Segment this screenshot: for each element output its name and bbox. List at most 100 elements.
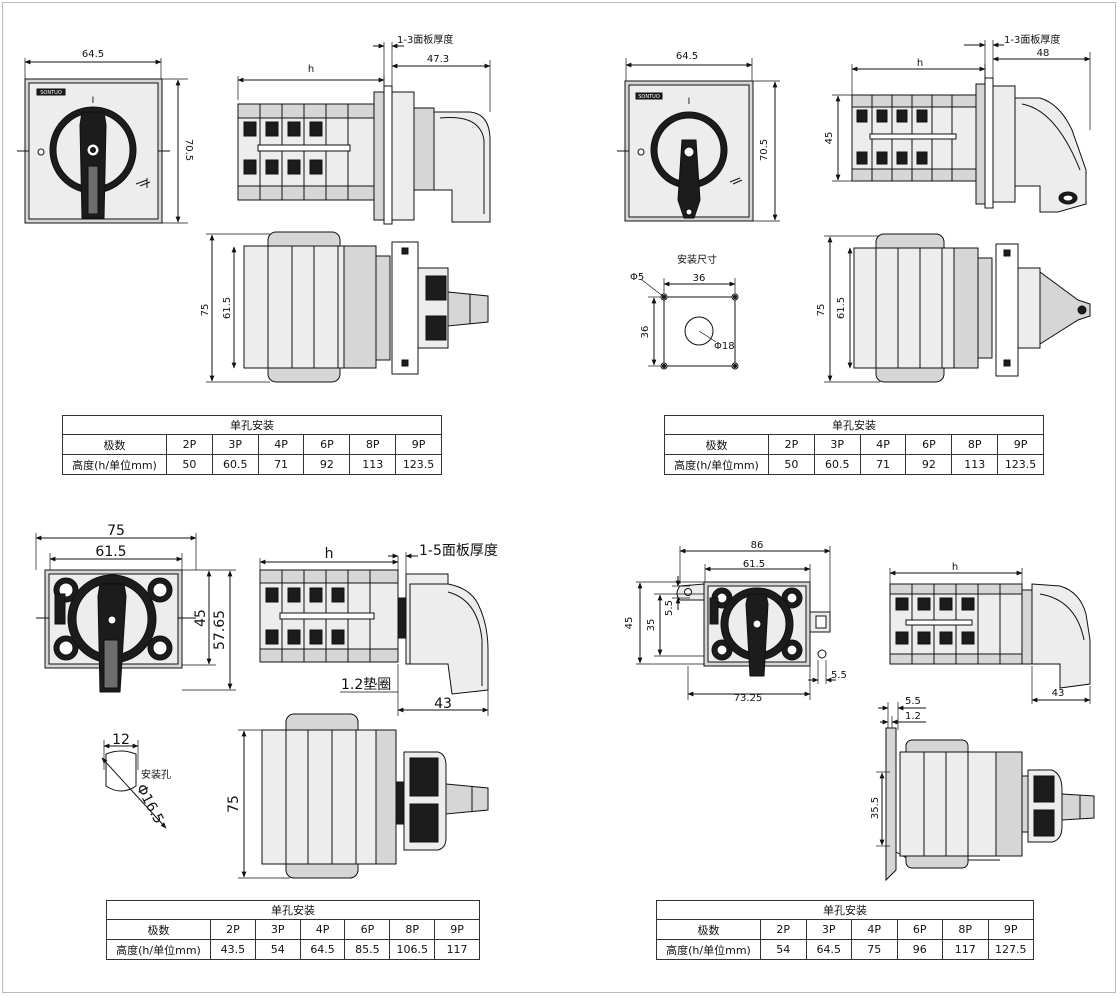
dim-depth-4: 43: [1052, 688, 1065, 699]
dim-h-4: h: [952, 562, 958, 573]
dim-right-4: 5.5: [831, 670, 847, 681]
table-cell: 60.5: [211, 454, 259, 475]
dim-height-2: 70.5: [759, 139, 770, 161]
top-view-4: h 43: [889, 562, 1091, 704]
dim-height-4: 45: [624, 617, 635, 630]
mounting-size-2: 安装尺寸 36 36 Φ5 Φ18: [630, 253, 739, 370]
spec-table-4: 单孔安装 极数 2P 3P 4P 6P 8P 9P 高度(h/单位mm) 54 …: [656, 900, 1034, 960]
table-caption: 单孔安装: [656, 900, 1034, 920]
table-cell: 4P: [851, 919, 898, 940]
row-label-poles: 极数: [62, 434, 167, 455]
dim-panel-2: 1-3面板厚度: [1004, 33, 1060, 46]
table-cell: 113: [349, 454, 397, 475]
brand-label-2: SONTUO: [638, 94, 660, 100]
side-view-1: 75 61.5: [200, 231, 489, 383]
dim-height-3: 45: [193, 609, 209, 627]
table-cell: 60.5: [813, 454, 861, 475]
dim-h-2: h: [917, 58, 923, 69]
dim-side-h2-2: 61.5: [836, 297, 847, 319]
dim-front-h-2: 45: [824, 132, 835, 145]
dim-width-1: 64.5: [82, 49, 104, 60]
front-view-1: 64.5 SONTUO I 70.5: [17, 49, 194, 224]
spec-table-1: 单孔安装 极数 2P 3P 4P 6P 8P 9P 高度(h/单位mm) 50 …: [62, 415, 442, 475]
dim-width2-4: 61.5: [743, 559, 765, 570]
table-cell: 2P: [768, 434, 815, 455]
side-view-2: 75 61.5: [816, 233, 1091, 383]
table-cell: 3P: [211, 434, 259, 455]
table-cell: 3P: [254, 919, 301, 940]
table-cell: 71: [257, 454, 305, 475]
table-cell: 54: [760, 939, 807, 960]
panel-2-drawing: 64.5 SONTUO I 70.5 h 1-3面板厚度: [617, 33, 1091, 383]
dim-side-h-2: 75: [816, 304, 827, 317]
table-cell: 113: [951, 454, 999, 475]
row-label-poles: 极数: [664, 434, 769, 455]
panel-4-drawing: 86 61.5 45: [624, 540, 1095, 882]
top-view-1: h 1-3面板厚度 47.3: [237, 33, 491, 225]
dim-width-2: 64.5: [676, 51, 698, 62]
table-cell: 75: [851, 939, 898, 960]
table-cell: 8P: [349, 434, 397, 455]
dim-side-h-4: 35.5: [870, 797, 881, 819]
table-cell: 123.5: [395, 454, 442, 475]
table-cell: 2P: [166, 434, 213, 455]
table-cell: 85.5: [344, 939, 391, 960]
row-label-height: 高度(h/单位mm): [656, 939, 761, 960]
dim-side-h2-1: 61.5: [222, 297, 233, 319]
front-view-4: 86 61.5 45: [624, 540, 847, 704]
table-caption: 单孔安装: [106, 900, 480, 920]
table-cell: 6P: [905, 434, 953, 455]
table-cell: 96: [896, 939, 943, 960]
on-mark-1: I: [92, 96, 95, 106]
table-cell: 64.5: [299, 939, 346, 960]
top-view-2: h 1-3面板厚度 48 45: [824, 33, 1091, 213]
dim-bracket2-4: 1.2: [905, 711, 921, 722]
spec-table-2: 单孔安装 极数 2P 3P 4P 6P 8P 9P 高度(h/单位mm) 50 …: [664, 415, 1044, 475]
dim-hole-d-3: Φ16.5: [133, 782, 167, 827]
dim-width-4: 86: [751, 540, 764, 551]
table-cell: 123.5: [997, 454, 1044, 475]
table-cell: 92: [303, 454, 351, 475]
table-cell: 106.5: [389, 939, 436, 960]
table-cell: 8P: [389, 919, 436, 940]
row-label-height: 高度(h/单位mm): [664, 454, 769, 475]
table-cell: 50: [166, 454, 213, 475]
side-view-3: 75: [226, 713, 489, 879]
hole-label-3: 安装孔: [141, 768, 171, 781]
table-cell: 4P: [257, 434, 305, 455]
front-view-2: 64.5 SONTUO I 70.5: [617, 51, 780, 222]
dim-side-h-1: 75: [200, 304, 211, 317]
row-label-height: 高度(h/单位mm): [106, 939, 211, 960]
dim-bottom-4: 73.25: [734, 693, 763, 704]
spec-table-3: 单孔安装 极数 2P 3P 4P 6P 8P 9P 高度(h/单位mm) 43.…: [106, 900, 480, 960]
dim-depth-2: 48: [1037, 48, 1050, 59]
row-label-height: 高度(h/单位mm): [62, 454, 167, 475]
dim-width-3: 75: [107, 523, 125, 539]
table-cell: 9P: [434, 919, 480, 940]
mount-title-2: 安装尺寸: [677, 253, 717, 266]
table-caption: 单孔安装: [664, 415, 1044, 435]
table-cell: 9P: [997, 434, 1044, 455]
table-cell: 2P: [760, 919, 807, 940]
dim-height-1: 70.5: [183, 139, 194, 161]
table-cell: 64.5: [805, 939, 852, 960]
table-cell: 127.5: [987, 939, 1034, 960]
dim-bracket1-4: 5.5: [905, 696, 921, 707]
dim-hole-big-2: Φ18: [714, 341, 735, 352]
table-cell: 6P: [344, 919, 391, 940]
dim-gasket-3: 1.2垫圈: [341, 677, 391, 693]
front-view-3: 75 61.5 45 57.65: [35, 523, 236, 693]
on-mark-2: I: [688, 97, 691, 107]
table-cell: 54: [254, 939, 301, 960]
table-cell: 3P: [813, 434, 861, 455]
panel-1-drawing: 64.5 SONTUO I 70.5 h 1: [17, 33, 491, 383]
table-cell: 6P: [896, 919, 943, 940]
table-cell: 3P: [805, 919, 852, 940]
dim-width2-3: 61.5: [95, 544, 126, 560]
table-cell: 4P: [859, 434, 907, 455]
dim-hole-small-2: Φ5: [630, 272, 644, 283]
table-cell: 9P: [395, 434, 442, 455]
dim-small-4: 5.5: [664, 600, 675, 616]
